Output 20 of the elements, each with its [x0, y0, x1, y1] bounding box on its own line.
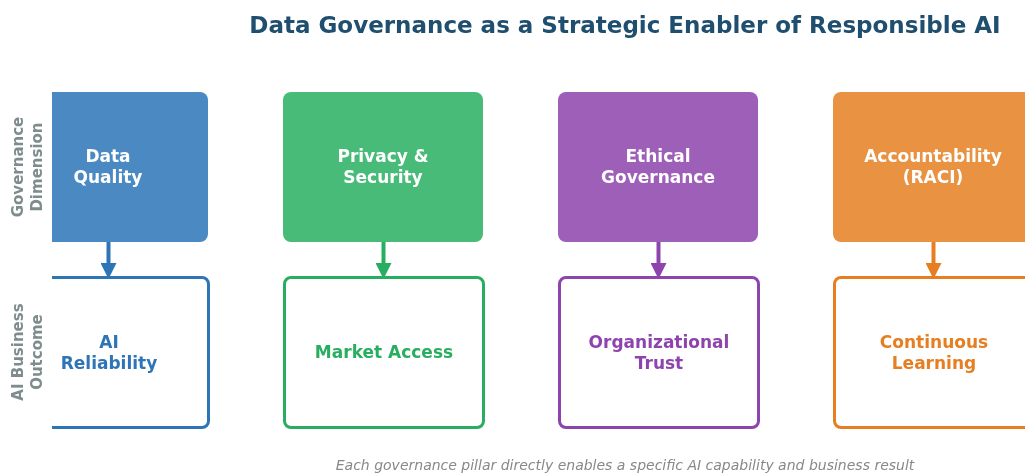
outcome-label: Market Access: [313, 342, 455, 363]
outcome-box: [833, 276, 1025, 429]
outcome-box: [558, 276, 760, 429]
dimension-label: Data Quality: [72, 146, 144, 188]
dimension-label: Ethical Governance: [600, 146, 716, 188]
governance-box: [833, 92, 1025, 242]
outcome-label: Organizational Trust: [587, 331, 731, 374]
outcome-label: AI Reliability: [59, 331, 159, 374]
outcome-label: Continuous Learning: [878, 331, 990, 374]
governance-box: [52, 92, 208, 242]
governance-box: [558, 92, 758, 242]
row-label: AI Business Outcome: [9, 302, 47, 403]
dimension-label: Accountability (RACI): [863, 146, 1003, 188]
outcome-box: [52, 276, 210, 429]
governance-box: [283, 92, 483, 242]
diagram-title: Data Governance as a Strategic Enabler of Responsible AI: [248, 12, 1002, 38]
dimension-label: Privacy & Security: [336, 146, 430, 188]
caption: Each governance pillar directly enables a specific AI capability and business result: [334, 457, 916, 473]
outcome-box: [283, 276, 485, 429]
row-label: Governance Dimension: [9, 115, 47, 220]
